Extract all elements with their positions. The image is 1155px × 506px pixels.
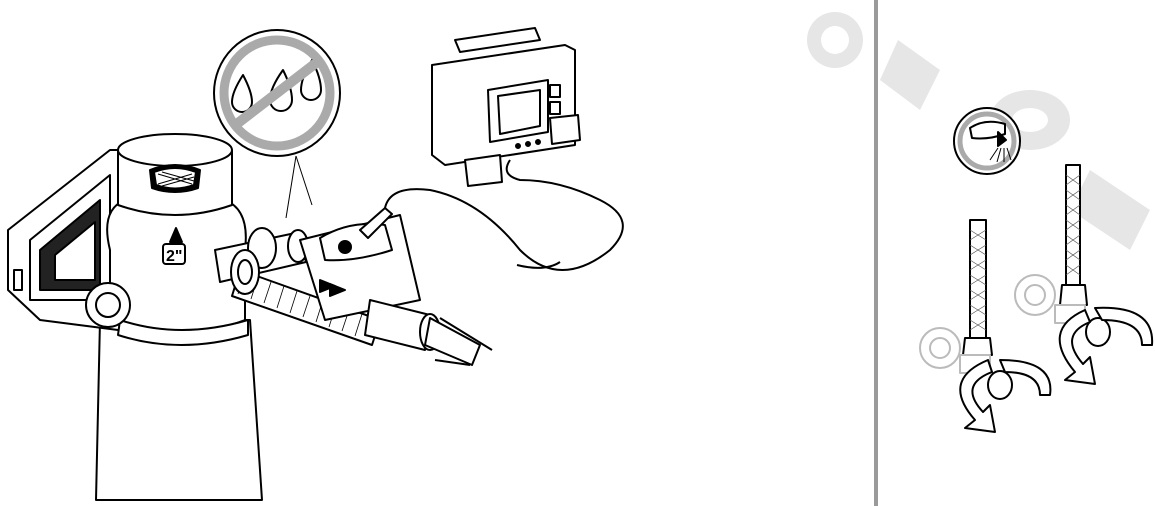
- shutoff-valves-assembly: [880, 0, 1155, 506]
- left-panel-illustration: 2": [0, 0, 870, 506]
- right-panel-illustration: [880, 0, 1155, 506]
- supply-hose-left: [970, 220, 986, 338]
- faucet-spray-icon: [954, 108, 1020, 174]
- panel-divider: [874, 0, 878, 506]
- watermark: [0, 0, 870, 506]
